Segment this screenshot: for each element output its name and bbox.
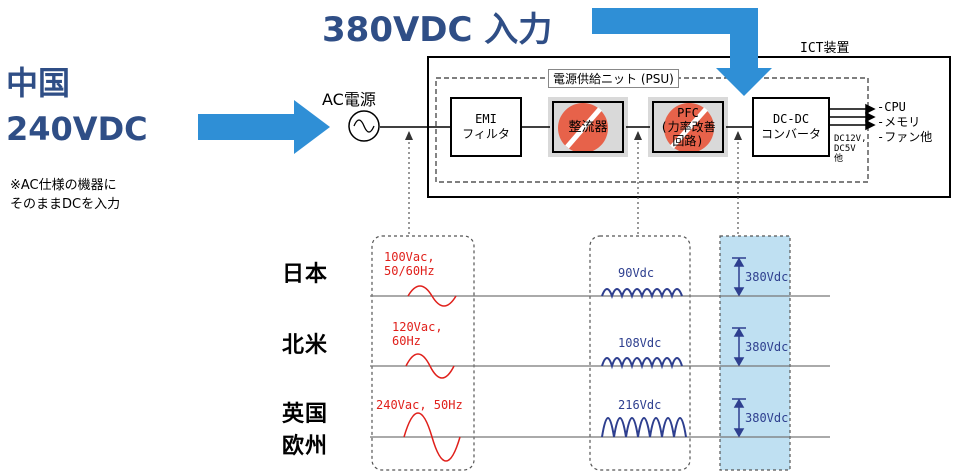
ac-wave-eu: [403, 412, 461, 462]
emi-line2: フィルタ: [462, 127, 510, 141]
dcdc-line2: コンバータ: [760, 127, 821, 141]
pfc-line2: (力率改善: [660, 120, 716, 134]
emi-filter-box: EMI フィルタ: [450, 97, 522, 157]
ac-wave-na: [405, 353, 455, 379]
region-europe: 欧州: [282, 434, 329, 459]
emi-line1: EMI: [475, 112, 497, 126]
dc-label-eu: 216Vdc: [618, 398, 662, 412]
pfc-line1: PFC: [677, 106, 699, 120]
dc-wave-eu: [601, 417, 687, 438]
hv-label-eu: 380Vdc: [745, 411, 789, 425]
output-memory: -メモリ: [877, 115, 921, 129]
output-arrows: [830, 103, 876, 131]
dc-wave-japan: [601, 288, 683, 299]
rectifier-box: 整流器: [552, 101, 624, 153]
hv-column-bg: [719, 235, 791, 471]
pfc-no-sign: [664, 103, 714, 153]
region-japan: 日本: [282, 262, 329, 287]
ict-label: ICT装置: [800, 41, 850, 56]
hv-label-na: 380Vdc: [745, 340, 789, 354]
ac-japan-line1: 100Vac,: [384, 250, 435, 264]
ac-na-line2: 60Hz: [392, 334, 421, 348]
dc-label-na: 108Vdc: [618, 336, 662, 350]
ac-label-na: 120Vac, 60Hz: [392, 320, 443, 348]
note-line2: そのままDCを入力: [10, 197, 121, 212]
rectifier-label: 整流器: [568, 119, 608, 135]
dcdc-line1: DC-DC: [772, 112, 810, 126]
pfc-box: PFC (力率改善 回路): [652, 101, 724, 153]
dc-wave-na: [601, 357, 683, 370]
hv-input-label: 380VDC 入力: [322, 10, 553, 50]
china-line1: 中国: [6, 64, 71, 102]
dc-small-line2: DC5V: [834, 144, 856, 154]
ac-label-eu: 240Vac, 50Hz: [376, 398, 463, 412]
output-fan: -ファン他: [877, 130, 933, 144]
dc-label-japan: 90Vdc: [618, 266, 655, 280]
note-line1: ※AC仕様の機器に: [10, 178, 117, 193]
ac-waveform-column: [371, 235, 475, 471]
region-uk: 英国: [282, 402, 329, 427]
dc-voltage-small: DC12V, DC5V 他: [834, 134, 867, 164]
output-cpu: -CPU: [877, 100, 906, 114]
dcdc-converter-box: DC-DC コンバータ: [752, 97, 830, 157]
hv-label-japan: 380Vdc: [745, 270, 789, 284]
output-list: -CPU -メモリ -ファン他: [877, 100, 932, 145]
hv-input-arrow: [592, 8, 772, 96]
dc-small-line1: DC12V,: [834, 134, 867, 144]
psu-label: 電源供給ニット (PSU): [548, 69, 679, 88]
ac-power-label: AC電源: [322, 90, 376, 109]
china-line2: 240VDC: [6, 110, 148, 148]
rectifier-no-sign: [558, 103, 608, 153]
ac-japan-line2: 50/60Hz: [384, 264, 435, 278]
china-input-arrow: [198, 100, 330, 154]
note-text: ※AC仕様の機器に そのままDCを入力: [10, 176, 120, 214]
dc-small-line3: 他: [834, 154, 844, 164]
china-label: 中国 240VDC: [6, 60, 148, 152]
ac-wave-japan: [407, 285, 457, 307]
region-north-america: 北米: [282, 333, 329, 358]
ac-na-line1: 120Vac,: [392, 320, 443, 334]
ac-label-japan: 100Vac, 50/60Hz: [384, 250, 435, 278]
pfc-line3: 回路): [672, 134, 704, 148]
